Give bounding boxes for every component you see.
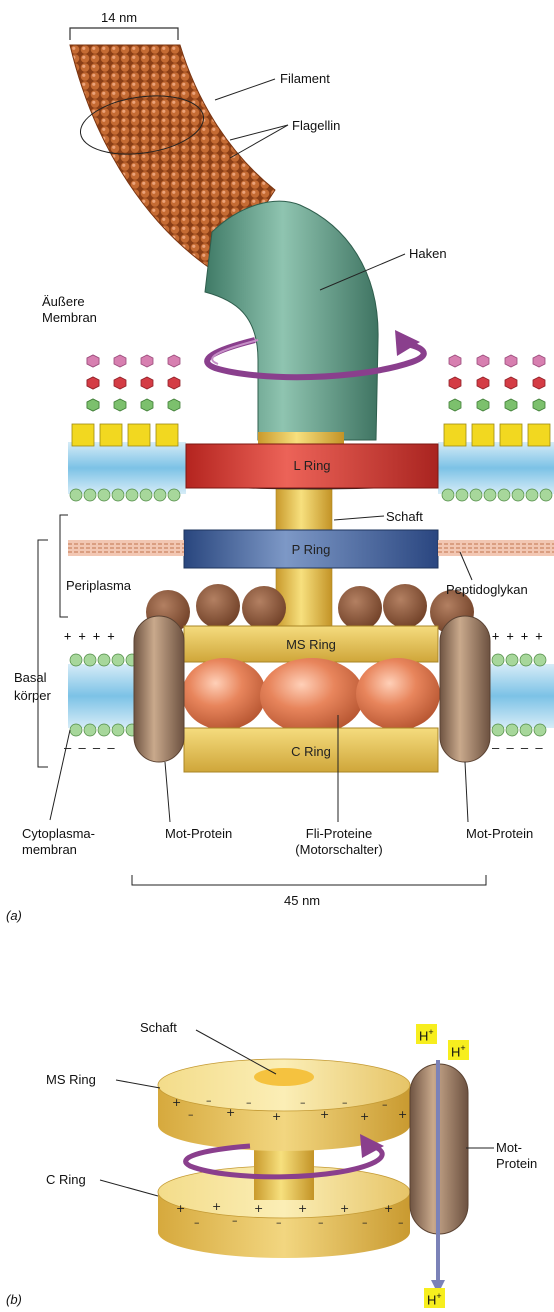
mot-protein-b-label-line2: Protein — [496, 1156, 537, 1171]
mot-protein-right-shape — [440, 616, 490, 762]
svg-text:+: + — [226, 1106, 235, 1119]
proton-badge-2: H+ — [448, 1040, 469, 1060]
svg-text:+: + — [298, 1202, 307, 1215]
inner-membrane-left — [68, 654, 138, 736]
ms-ring-label-b: MS Ring — [46, 1072, 96, 1087]
svg-text:+: + — [320, 1108, 329, 1121]
svg-text:–: – — [232, 1214, 238, 1227]
outer-membrane-label-line1: Äußere — [42, 294, 85, 309]
proton-charge: + — [436, 1291, 441, 1301]
svg-text:–: – — [318, 1216, 324, 1229]
mot-protein-right-label: Mot-Protein — [466, 826, 533, 841]
svg-text:+: + — [212, 1200, 221, 1213]
mot-protein-b-label-line1: Mot- — [496, 1140, 522, 1155]
charges-minus-left: – – – – — [64, 741, 115, 755]
width-bracket-top — [70, 28, 178, 40]
svg-text:–: – — [342, 1096, 348, 1109]
svg-text:–: – — [398, 1216, 404, 1229]
charges-plus-left: + + + + — [64, 629, 115, 643]
peptidoglycan-left — [68, 540, 184, 556]
svg-text:+: + — [340, 1202, 349, 1215]
svg-text:–: – — [246, 1096, 252, 1109]
proton-symbol: H — [427, 1292, 436, 1307]
fli-proteins-label-line1: Fli-Proteine — [278, 826, 400, 841]
proton-charge: + — [428, 1027, 433, 1037]
peptidoglykan-label: Peptidoglykan — [446, 582, 528, 597]
l-ring-label: L Ring — [186, 458, 438, 473]
width-label-top: 14 nm — [101, 10, 137, 25]
lps-left — [87, 355, 180, 411]
panel-letter-a: (a) — [6, 908, 22, 923]
periplasma-label: Periplasma — [66, 578, 131, 593]
cytoplasma-label-line1: Cytoplasma- — [22, 826, 95, 841]
proton-symbol: H — [419, 1028, 428, 1043]
svg-text:+: + — [384, 1202, 393, 1215]
flagellin-label: Flagellin — [292, 118, 340, 133]
svg-text:+: + — [398, 1108, 407, 1121]
svg-text:–: – — [382, 1098, 388, 1111]
fli-proteins — [182, 658, 440, 734]
charges-minus-right: – – – – — [492, 741, 543, 755]
cytoplasma-label-line2: membran — [22, 842, 77, 857]
charges-plus-right: + + + + — [492, 629, 543, 643]
proton-badge-3: H+ — [424, 1288, 445, 1308]
c-ring-label-a: C Ring — [184, 744, 438, 759]
proton-symbol: H — [451, 1044, 460, 1059]
outer-membrane-right — [438, 424, 554, 501]
schaft-label-a: Schaft — [386, 509, 423, 524]
mot-protein-left-label: Mot-Protein — [165, 826, 232, 841]
outer-membrane-left — [68, 424, 186, 501]
panel-letter-b: (b) — [6, 1292, 22, 1307]
svg-text:–: – — [194, 1216, 200, 1229]
outer-membrane-label-line2: Membran — [42, 310, 97, 325]
svg-text:–: – — [362, 1216, 368, 1229]
svg-text:–: – — [206, 1094, 212, 1107]
filament-label: Filament — [280, 71, 330, 86]
svg-text:–: – — [276, 1216, 282, 1229]
svg-text:+: + — [360, 1110, 369, 1123]
ms-ring-disc-b — [158, 1059, 410, 1151]
svg-text:–: – — [188, 1108, 194, 1121]
hook — [205, 201, 378, 440]
haken-label: Haken — [409, 246, 447, 261]
svg-text:+: + — [254, 1202, 263, 1215]
schaft-label-b: Schaft — [140, 1020, 177, 1035]
inner-membrane-right — [490, 654, 554, 736]
svg-text:+: + — [172, 1096, 181, 1109]
basal-label-line2: körper — [14, 688, 51, 703]
c-ring-label-b: C Ring — [46, 1172, 86, 1187]
svg-text:–: – — [300, 1096, 306, 1109]
ms-ring-label-a: MS Ring — [184, 637, 438, 652]
mot-protein-left-shape — [134, 616, 184, 762]
proton-charge: + — [460, 1043, 465, 1053]
svg-text:+: + — [176, 1202, 185, 1215]
peptidoglycan-right — [438, 540, 554, 556]
p-ring-label: P Ring — [184, 542, 438, 557]
proton-badge-1: H+ — [416, 1024, 437, 1044]
fli-proteins-label-line2: (Motorschalter) — [278, 842, 400, 857]
lps-right — [449, 355, 545, 411]
basal-label-line1: Basal — [14, 670, 47, 685]
width-label-bottom: 45 nm — [284, 893, 320, 908]
svg-text:+: + — [272, 1110, 281, 1123]
